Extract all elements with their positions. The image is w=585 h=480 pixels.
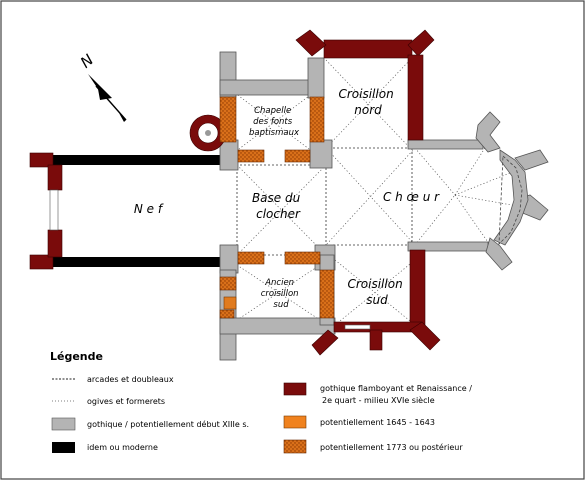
ogive-lines bbox=[234, 59, 541, 326]
room-croisillon-nord-line1: Croisillon bbox=[338, 87, 393, 101]
room-base-clocher-line2: clocher bbox=[256, 207, 301, 221]
legend-swatch-orange bbox=[283, 415, 307, 429]
legend-item-4: idem ou moderne bbox=[87, 443, 158, 452]
room-croisillon-nord: Croisillon nord bbox=[338, 87, 397, 117]
room-chapelle-line1: Chapelle bbox=[254, 106, 291, 116]
legend-item-5: gothique flamboyant et Renaissance / bbox=[320, 384, 472, 393]
room-choeur: C h œ u r bbox=[383, 190, 440, 204]
legend-item-5b: 2e quart - milieu XVIe siècle bbox=[322, 395, 435, 405]
room-croisillon-nord-line2: nord bbox=[354, 103, 382, 117]
legend: Légende arcades et doubleaux ogives et f… bbox=[50, 350, 472, 454]
legend-swatch-grey bbox=[51, 417, 76, 431]
room-chapelle-line2: des fonts bbox=[253, 117, 293, 127]
room-croisillon-sud: Croisillon sud bbox=[347, 277, 406, 307]
legend-swatch-hatch bbox=[283, 439, 307, 454]
room-base-clocher: Base du clocher bbox=[252, 191, 304, 221]
room-ancien-croisillon-line2: croisillon bbox=[261, 289, 299, 299]
room-base-clocher-line1: Base du bbox=[252, 191, 301, 205]
legend-item-6: potentiellement 1645 - 1643 bbox=[320, 418, 435, 427]
legend-item-2: ogives et formerets bbox=[87, 397, 165, 406]
room-chapelle-line3: baptismaux bbox=[249, 128, 300, 138]
legend-title: Légende bbox=[50, 350, 103, 363]
orange-walls bbox=[223, 296, 237, 310]
room-ancien-croisillon: Ancien croisillon sud bbox=[261, 278, 302, 310]
legend-item-1: arcades et doubleaux bbox=[87, 375, 174, 384]
legend-item-7: potentiellement 1773 ou postérieur bbox=[320, 442, 463, 452]
room-ancien-croisillon-line3: sud bbox=[273, 300, 289, 310]
legend-swatch-red bbox=[283, 382, 307, 396]
legend-swatch-black bbox=[52, 442, 75, 453]
room-croisillon-sud-line1: Croisillon bbox=[347, 277, 402, 291]
hatched-walls bbox=[219, 96, 335, 319]
room-croisillon-sud-line2: sud bbox=[366, 293, 388, 307]
red-walls bbox=[189, 29, 441, 356]
room-nef: N e f bbox=[134, 202, 164, 216]
room-ancien-croisillon-line1: Ancien bbox=[264, 278, 294, 288]
north-arrow-head bbox=[88, 74, 112, 100]
nave-walls bbox=[52, 155, 220, 267]
nave-west-wall bbox=[29, 152, 63, 270]
room-chapelle: Chapelle des fonts baptismaux bbox=[249, 106, 300, 138]
legend-item-3: gothique / potentiellement début XIIIe s… bbox=[87, 419, 249, 429]
